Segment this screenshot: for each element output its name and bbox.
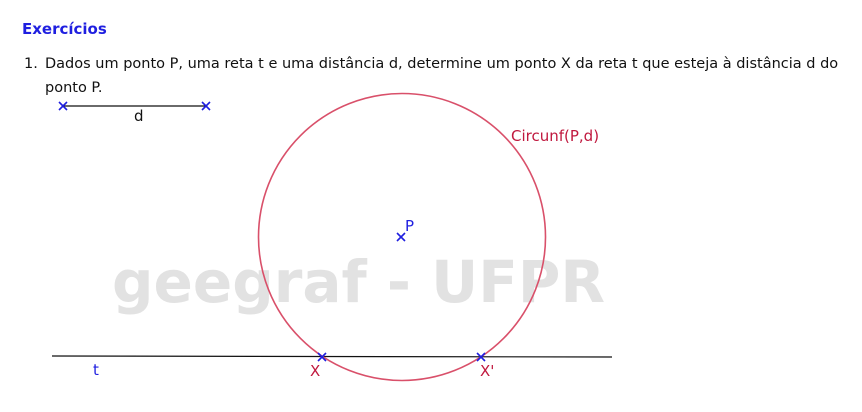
line-t bbox=[51, 355, 613, 358]
segment-endpoint-right-icon bbox=[201, 101, 211, 111]
segment-label: d bbox=[134, 107, 144, 125]
segment-endpoint-left-icon bbox=[58, 101, 68, 111]
section-heading: Exercícios bbox=[22, 20, 107, 38]
intersection-x-label: X bbox=[310, 362, 320, 380]
watermark: geegraf - UFPR bbox=[112, 248, 605, 316]
intersection-x-prime-label: X' bbox=[480, 362, 494, 380]
exercise-item: 1. Dados um ponto P, uma reta t e uma di… bbox=[24, 52, 844, 100]
circle-p-d bbox=[257, 92, 547, 382]
exercise-text: Dados um ponto P, uma reta t e uma distâ… bbox=[45, 56, 839, 96]
circle-label: Circunf(P,d) bbox=[511, 127, 599, 145]
intersection-x-prime-icon bbox=[476, 352, 486, 362]
line-label: t bbox=[93, 361, 99, 379]
intersection-x-icon bbox=[317, 352, 327, 362]
center-point-icon bbox=[396, 232, 406, 242]
exercise-number: 1. bbox=[24, 56, 38, 72]
center-label: P bbox=[405, 217, 414, 235]
